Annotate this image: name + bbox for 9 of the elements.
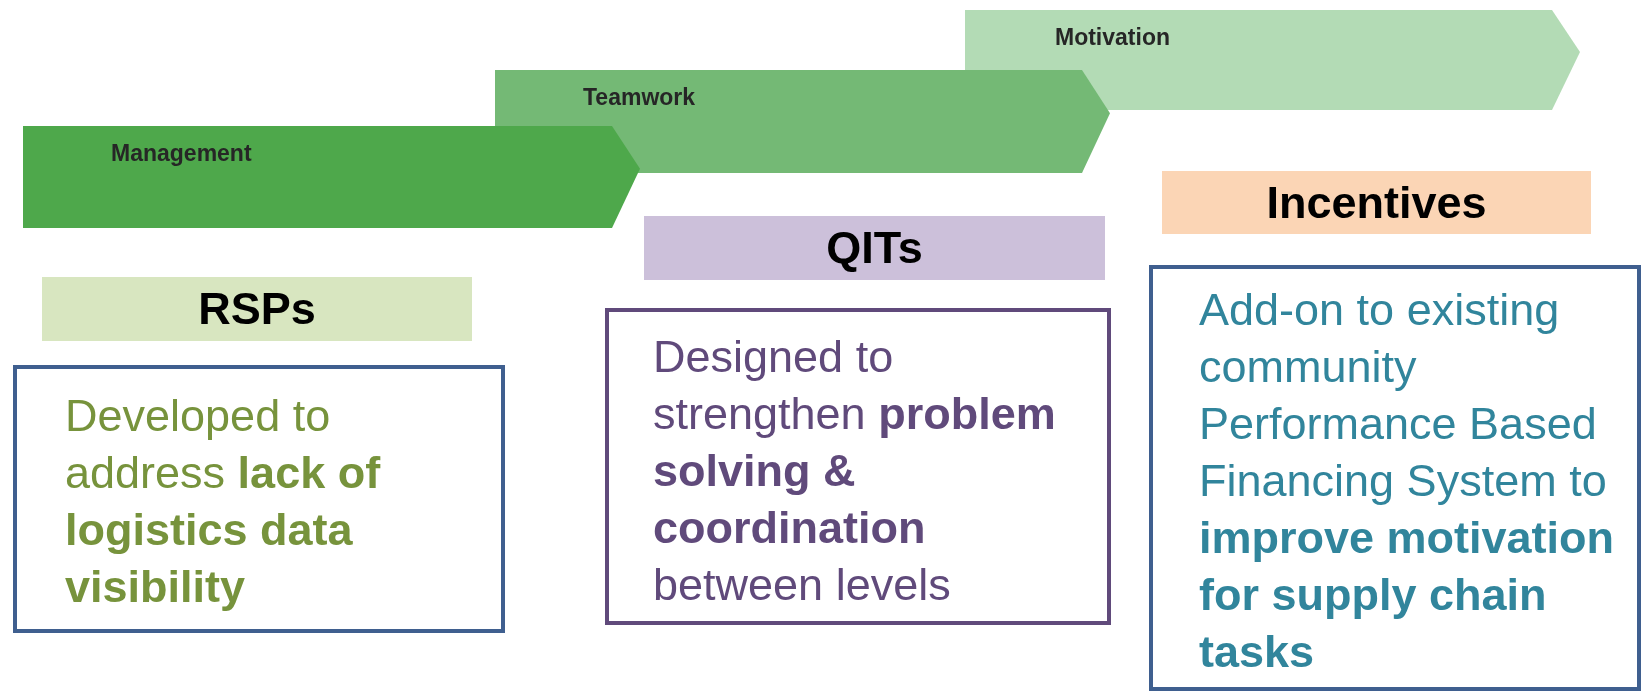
- stage-label: Teamwork: [583, 84, 696, 111]
- description-box: Developed to address lack of logistics data visibility: [13, 365, 505, 633]
- stage-label: Motivation: [1055, 24, 1170, 51]
- heading-band: QITs: [644, 216, 1105, 280]
- heading-band: RSPs: [42, 277, 472, 341]
- description-box: Designed to strengthen problem solving & coordination between levels: [605, 308, 1111, 625]
- stage-label: Management: [111, 140, 252, 167]
- heading-band: Incentives: [1162, 171, 1591, 234]
- description-box: Add-on to existing community Performance Based Financing System to improve motivation for supply chain tasks: [1149, 265, 1641, 691]
